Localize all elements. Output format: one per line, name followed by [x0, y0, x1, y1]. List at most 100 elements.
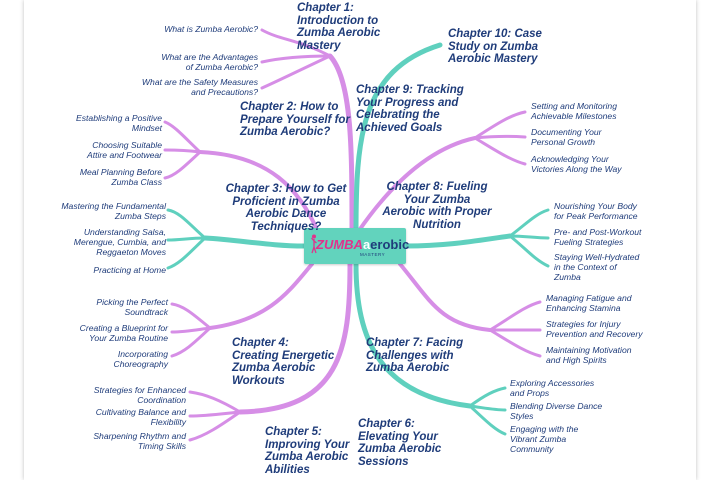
branch-ch1 — [327, 53, 355, 235]
ch5-subtopic-3-line1: Sharpening Rhythm and — [93, 431, 186, 441]
chapter-10-heading: Chapter 10: Case Study on Zumba Aerobic … — [448, 28, 558, 66]
branch-ch5 — [237, 261, 353, 415]
branch-ch6 — [353, 261, 473, 409]
ch7-subtopic-2-line2: Prevention and Recovery — [546, 329, 643, 339]
chapter-5-line1: Chapter 5: — [265, 426, 322, 438]
ch1-subtopic-1: What is Zumba Aerobic? — [100, 24, 258, 34]
ch6-subtopic-3-line3: Community — [510, 444, 554, 454]
ch3-subtopic-1-line1: Mastering the Fundamental — [61, 201, 166, 211]
ch6-subtopic-2-line1: Blending Diverse Dance — [510, 401, 603, 411]
chapter-9-line1: Chapter 9: Tracking — [356, 84, 464, 96]
ch8-subtopic-1-line2: for Peak Performance — [554, 211, 638, 221]
chapter-5-line4: Abilities — [265, 463, 310, 476]
chapter-1-line3: Zumba Aerobic — [297, 27, 381, 39]
chapter-2-line2: Prepare Yourself for — [240, 113, 350, 126]
ch9-subtopic-1-line1: Setting and Monitoring — [531, 101, 617, 111]
ch5-subtopic-3-line2: Timing Skills — [137, 441, 186, 451]
ch7-subtopic-3: Maintaining Motivation and High Spirits — [546, 345, 676, 365]
chapter-9-line2: Your Progress and — [356, 96, 459, 109]
ch1-subtopic-1-line1: What is Zumba Aerobic? — [164, 24, 258, 34]
ch7-subtopic-2-line1: Strategies for Injury — [546, 319, 621, 329]
ch2-subtopic-1-line1: Establishing a Positive — [76, 113, 162, 123]
ch5-subtopic-2-line1: Cultivating Balance and — [95, 407, 186, 417]
chapter-8-line1: Chapter 8: Fueling — [386, 181, 488, 193]
branch-ch7 — [398, 262, 492, 332]
ch6-subtopic-2: Blending Diverse Dance Styles — [510, 401, 640, 421]
ch3-subtopic-3-line1: Practicing at Home — [93, 265, 166, 275]
ch4-subtopic-3-line2: Choreography — [113, 359, 168, 369]
ch4-subtopic-1: Picking the Perfect Soundtrack — [40, 297, 168, 317]
ch8-subtopic-3-line1: Staying Well-Hydrated — [554, 252, 640, 262]
ch9-subtopic-3-line2: Victories Along the Way — [531, 164, 622, 174]
chapter-3-line2: Proficient in Zumba — [232, 195, 340, 208]
chapter-7-heading: Chapter 7: Facing Challenges with Zumba … — [366, 337, 478, 375]
ch4-subtopic-3-line1: Incorporating — [117, 349, 168, 359]
ch2-subtopic-1: Establishing a Positive Mindset — [40, 113, 162, 133]
chapter-4-heading: Chapter 4: Creating Energetic Zumba Aero… — [232, 337, 340, 387]
chapter-2-line1: Chapter 2: How to — [240, 101, 339, 113]
brand-tagline: MASTERY — [360, 252, 386, 257]
ch8-subtopic-2-line2: Fueling Strategies — [554, 237, 624, 247]
ch4-subtopic-1-line1: Picking the Perfect — [96, 297, 168, 307]
ch9-subtopic-1-line2: Achievable Milestones — [531, 111, 617, 121]
chapter-3-line1: Chapter 3: How to Get — [225, 183, 347, 195]
ch7-subtopic-3-line2: and High Spirits — [546, 355, 607, 365]
dancer-icon — [311, 234, 317, 254]
ch9-subtopic-2-line1: Documenting Your — [531, 127, 602, 137]
branch-ch8 — [403, 233, 513, 249]
ch6-subtopic-3-line2: Vibrant Zumba — [510, 434, 567, 444]
ch7-subtopic-1-line1: Managing Fatigue and — [546, 293, 632, 303]
chapter-6-line3: Zumba Aerobic — [358, 443, 442, 455]
ch5-subtopic-3: Sharpening Rhythm and Timing Skills — [56, 431, 186, 451]
chapter-1-line1: Chapter 1: — [297, 2, 354, 14]
ch2-subtopic-3-line2: Zumba Class — [111, 177, 162, 187]
chapter-8-line2: Your Zumba — [403, 193, 471, 206]
chapter-6-line1: Chapter 6: — [358, 418, 415, 430]
ch8-subtopic-1-line1: Nourishing Your Body — [554, 201, 637, 211]
chapter-1-line2: Introduction to — [297, 14, 379, 27]
ch3-subtopic-2-line3: Reggaeton Moves — [96, 247, 166, 257]
chapter-1-line4: Mastery — [297, 39, 341, 52]
ch3-subtopic-1-line2: Zumba Steps — [114, 211, 166, 221]
chapter-7-line1: Chapter 7: Facing — [366, 337, 464, 349]
chapter-8-line3: Aerobic with Proper — [382, 206, 492, 218]
center-logo: ZUMBAaerobic MASTERY — [304, 228, 410, 264]
ch3-subtopic-1: Mastering the Fundamental Zumba Steps — [36, 201, 166, 221]
chapter-7-line2: Challenges with — [366, 349, 454, 362]
ch6-subtopic-1: Exploring Accessories and Props — [510, 378, 640, 398]
ch1-subtopic-3-line1: What are the Safety Measures — [141, 77, 258, 87]
ch8-subtopic-3-line2: in the Context of — [554, 262, 617, 272]
chapter-10-line2: Study on Zumba — [448, 40, 539, 53]
ch9-subtopic-3-line1: Acknowledging Your — [531, 154, 609, 164]
branch-ch10 — [353, 42, 443, 235]
chapter-8-heading: Chapter 8: Fueling Your Zumba Aerobic wi… — [374, 181, 500, 231]
ch6-subtopic-2-line2: Styles — [510, 411, 534, 421]
chapter-9-line4: Achieved Goals — [356, 121, 443, 134]
ch5-subtopic-2: Cultivating Balance and Flexibility — [56, 407, 186, 427]
ch9-subtopic-3: Acknowledging Your Victories Along the W… — [531, 154, 661, 174]
ch4-subtopic-1-line2: Soundtrack — [124, 307, 168, 317]
ch9-subtopic-2: Documenting Your Personal Growth — [531, 127, 661, 147]
ch7-subtopic-1: Managing Fatigue and Enhancing Stamina — [546, 293, 676, 313]
ch3-subtopic-3: Practicing at Home — [36, 265, 166, 275]
branch-ch4 — [208, 262, 314, 330]
chapter-6-line2: Elevating Your — [358, 430, 438, 443]
ch7-subtopic-2: Strategies for Injury Prevention and Rec… — [546, 319, 676, 339]
brand-right-a: a — [362, 237, 371, 252]
ch9-subtopic-2-line2: Personal Growth — [531, 137, 596, 147]
chapter-2-heading: Chapter 2: How to Prepare Yourself for Z… — [240, 101, 358, 139]
ch1-subtopic-2-line1: What are the Advantages — [161, 52, 258, 62]
ch2-subtopic-2-line1: Choosing Suitable — [92, 140, 162, 150]
ch2-subtopic-3-line1: Meal Planning Before — [79, 167, 162, 177]
ch2-subtopic-2-line2: Attire and Footwear — [87, 150, 162, 160]
ch6-subtopic-1-line1: Exploring Accessories — [510, 378, 595, 388]
ch3-subtopic-2: Understanding Salsa, Merengue, Cumbia, a… — [36, 227, 166, 257]
chapter-6-line4: Sessions — [358, 455, 409, 468]
brand-right-b: erobic — [370, 237, 410, 252]
ch8-subtopic-3: Staying Well-Hydrated in the Context of … — [554, 252, 680, 282]
ch1-subtopic-2-line2: of Zumba Aerobic? — [185, 62, 258, 72]
chapter-5-heading: Chapter 5: Improving Your Zumba Aerobic … — [265, 426, 365, 476]
chapter-6-heading: Chapter 6: Elevating Your Zumba Aerobic … — [358, 418, 458, 468]
chapter-2-line3: Zumba Aerobic? — [240, 126, 331, 138]
